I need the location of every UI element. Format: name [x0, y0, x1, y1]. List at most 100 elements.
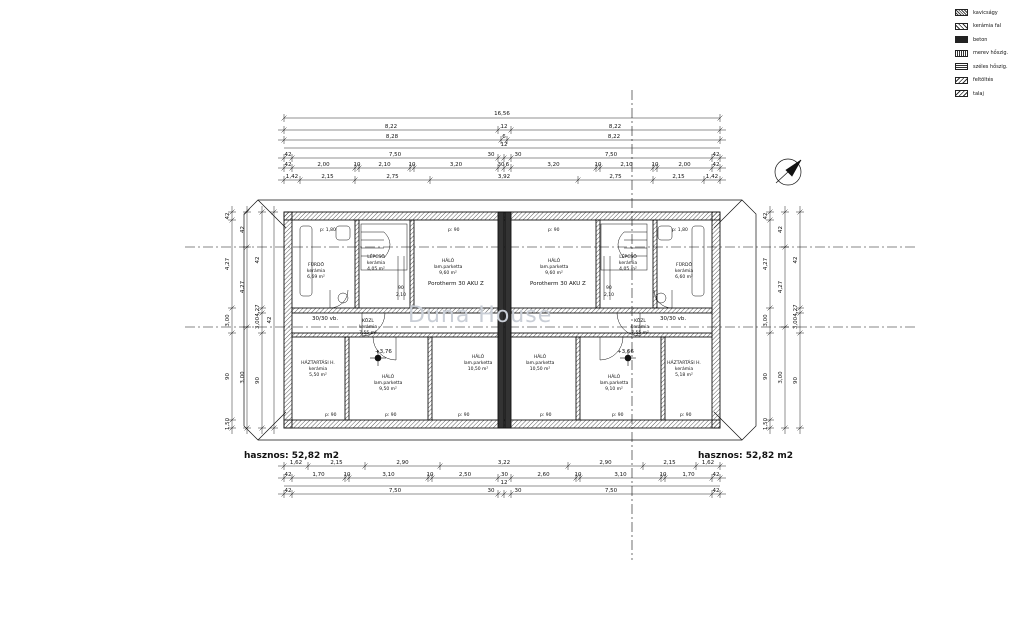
room-finish: lam.parketta — [434, 264, 463, 270]
door-swings — [329, 289, 673, 361]
level-label: +3,66 — [617, 349, 634, 355]
dimension-label: 42 — [285, 488, 292, 494]
dimension-label: 30 — [488, 152, 495, 158]
room-name: KÖZL — [362, 317, 374, 324]
dimension-label: 8,22 — [609, 124, 621, 130]
dimension-label: 3,00 — [240, 371, 246, 384]
dimension-label: 12 — [501, 142, 508, 148]
dimension-label: 4,27 — [778, 280, 784, 293]
dimension-label: 42 — [713, 488, 720, 494]
door-width-label: 90 — [606, 285, 612, 291]
door-width-label: 90 — [398, 285, 404, 291]
dimension-label: 3,00 — [778, 371, 784, 384]
room-finish: kerámia — [631, 323, 649, 330]
legend-label: talaj — [973, 90, 984, 97]
dimension-label: 1,70 — [682, 472, 695, 478]
room-finish: kerámia — [359, 323, 377, 330]
dimension-label: 12 — [501, 124, 508, 130]
legend-item: széles hőszig. — [955, 60, 1021, 74]
room-area: 9,50 m² — [379, 386, 397, 392]
dimension-label: 4,27 — [255, 304, 261, 317]
dimension-label: 2,15 — [321, 174, 334, 180]
dimension-label: 2,50 — [459, 472, 472, 478]
dimension-label: 1,62 — [702, 460, 714, 466]
dimension-label: 2,10 — [378, 162, 391, 168]
exterior-walls — [283, 211, 721, 429]
level-marker-left — [370, 350, 386, 366]
dimension-label: 2,90 — [396, 460, 409, 466]
dimension-label: 10 — [652, 162, 659, 168]
dimension-label: 1,50 — [763, 417, 769, 430]
dimension-label: 2,00 — [317, 162, 330, 168]
dimension-label: 3,10 — [614, 472, 627, 478]
dimension-label: 3,22 — [498, 460, 510, 466]
dimension-label: 30 — [498, 162, 505, 168]
dimension-label: 3,20 — [547, 162, 560, 168]
dimension-label: 8,22 — [608, 134, 620, 140]
legend-item: kerámia fal — [955, 20, 1021, 34]
legend-label: kavicságy — [973, 9, 998, 16]
dimension-label: 42 — [267, 317, 273, 324]
dimension-label: 90 — [255, 377, 261, 384]
dimension-label: 42 — [713, 152, 720, 158]
room-name: HÁLÓ — [608, 373, 621, 380]
level-label: +3,76 — [375, 349, 392, 355]
legend-item: merev hőszig. — [955, 47, 1021, 61]
dimension-label: 1,62 — [290, 460, 302, 466]
swatch-beton — [955, 36, 968, 44]
room-area: 6,69 m² — [307, 274, 325, 280]
dimension-label: 3,92 — [498, 174, 510, 180]
room-name: HÁZTARTÁSI H. — [667, 359, 701, 366]
room-name: FÜRDŐ — [676, 261, 692, 268]
dimension-label: 10 — [660, 472, 667, 478]
room-area: 5,18 m² — [675, 372, 693, 378]
parapet-label: p: 90 — [385, 412, 397, 418]
dimension-label: 42 — [225, 213, 231, 220]
dimension-label: 42 — [713, 162, 720, 168]
room-finish: lam.parketta — [526, 360, 555, 366]
legend-item: feltöltés — [955, 74, 1021, 88]
dimension-label: 10 — [595, 162, 602, 168]
dimension-label: 7,50 — [605, 152, 618, 158]
dimension-label: 42 — [285, 472, 292, 478]
room-name: HÁLÓ — [548, 257, 561, 264]
dimension-label: 10 — [344, 472, 351, 478]
room-name: HÁLÓ — [442, 257, 455, 264]
room-area: 4,05 m² — [619, 266, 637, 272]
swatch-talaj — [955, 90, 968, 98]
dimension-label: 3,20 — [450, 162, 463, 168]
dimension-label: 30 — [515, 152, 522, 158]
room-name: FÜRDŐ — [308, 261, 324, 268]
room-name: HÁLÓ — [534, 353, 547, 360]
room-area: 9,60 m² — [545, 270, 563, 276]
dimension-label: 8,22 — [385, 124, 397, 130]
dimension-label: 90 — [793, 377, 799, 384]
room-area: 6,60 m² — [675, 274, 693, 280]
dimension-label: 16,56 — [494, 111, 510, 117]
legend-label: feltöltés — [973, 77, 994, 84]
dimension-label: 42 — [763, 213, 769, 220]
door-height-label: 2,10 — [604, 292, 614, 298]
dimension-label: 2,15 — [672, 174, 685, 180]
dimension-label: 3,00 — [225, 314, 231, 327]
dimension-label: 1,50 — [225, 417, 231, 430]
interior-walls — [291, 219, 713, 421]
useful-area-left: hasznos: 52,82 m2 — [244, 451, 339, 461]
north-arrow-icon — [774, 158, 802, 186]
bathtub-left — [299, 225, 351, 304]
dimension-label: 2,00 — [678, 162, 691, 168]
dimension-label: 3,10 — [382, 472, 395, 478]
parapet-label: p: 1,80 — [672, 227, 688, 233]
swatch-merev — [955, 49, 968, 57]
dimension-label: 10 — [409, 162, 416, 168]
parapet-label: p: 90 — [540, 412, 552, 418]
legend-label: beton — [973, 36, 988, 43]
door-height-label: 2,10 — [396, 292, 406, 298]
room-finish: kerámia — [367, 259, 385, 266]
level-marker-right — [620, 350, 636, 366]
room-finish: kerámia — [309, 365, 327, 372]
roof-outline — [243, 199, 757, 441]
